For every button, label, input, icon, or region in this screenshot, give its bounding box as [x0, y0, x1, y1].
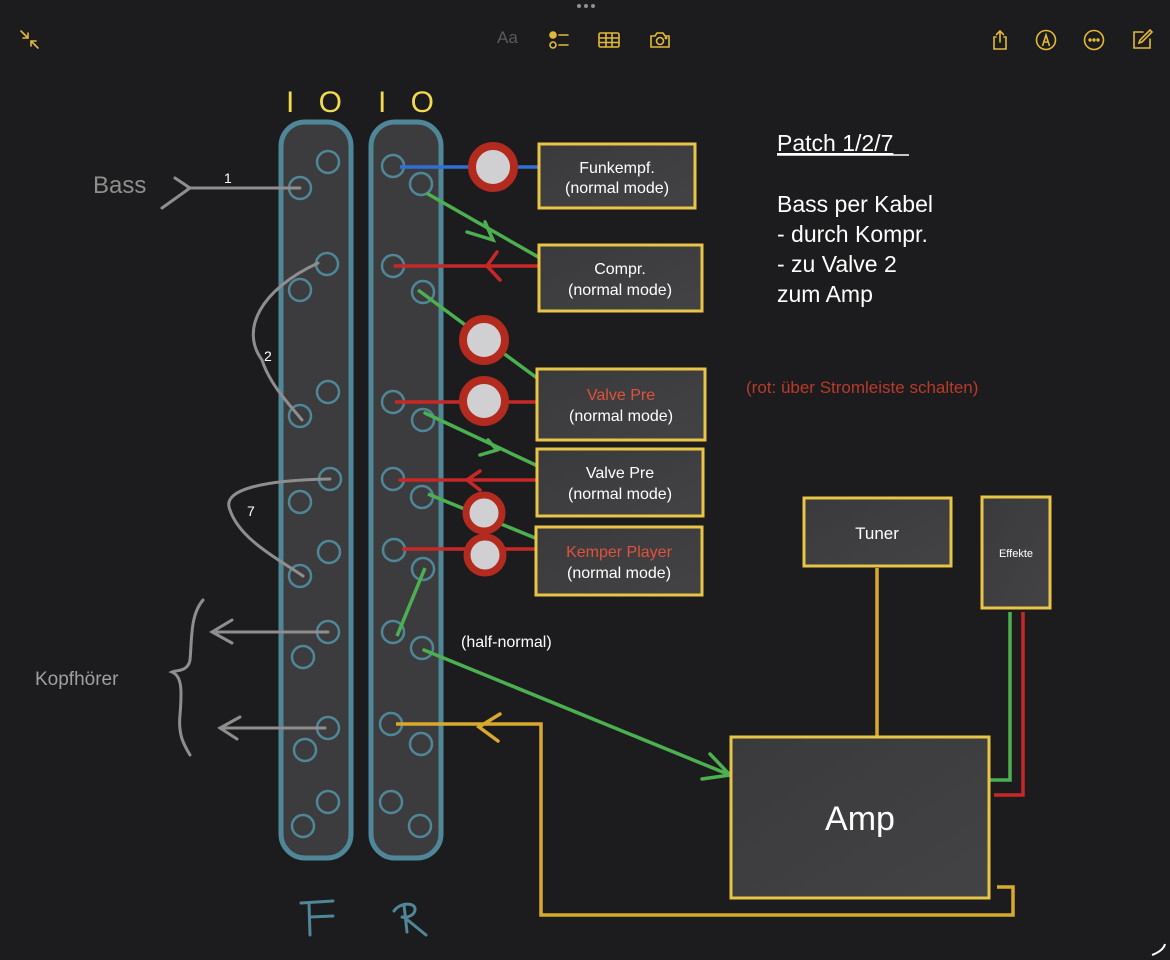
patch-number-1: 1: [224, 170, 232, 186]
patch-jack[interactable]: [407, 813, 433, 839]
patch-jack[interactable]: [410, 407, 436, 433]
device-mode: (normal mode): [569, 408, 673, 425]
compose-icon[interactable]: [1130, 28, 1154, 52]
panel-letter-f: [299, 899, 335, 937]
resize-handle[interactable]: [1151, 943, 1166, 956]
patch-jack[interactable]: [290, 644, 316, 670]
amp-label: Amp: [825, 800, 895, 838]
tuner-box[interactable]: Tuner: [802, 496, 953, 568]
valve2-send-cable: [423, 411, 544, 470]
panel-letter-r: [392, 902, 428, 937]
notes-line: zum Amp: [777, 281, 873, 307]
half-normal-label: (half-normal): [461, 634, 552, 651]
patch-jack[interactable]: [290, 813, 316, 839]
notes-title: Patch 1/2/7: [777, 130, 893, 156]
device-funkempf[interactable]: Funkempf. (normal mode): [537, 142, 697, 210]
patch-jack[interactable]: [315, 379, 341, 405]
effects-box[interactable]: Effekte: [980, 495, 1052, 610]
device-valve-pre-2[interactable]: Valve Pre (normal mode): [535, 447, 705, 518]
notes-line: Bass per Kabel: [777, 191, 933, 217]
tuner-label: Tuner: [855, 524, 899, 543]
jack-group: [287, 149, 436, 839]
bass-cable: [160, 176, 302, 210]
patch-cable-2: [251, 261, 320, 422]
power-switches: [459, 142, 518, 577]
device-mode: (normal mode): [568, 486, 672, 503]
patchbay-front-panel: [278, 119, 354, 861]
device-name: Compr.: [594, 261, 646, 278]
patch-jack[interactable]: [408, 731, 434, 757]
patch-number-2: 2: [264, 348, 272, 364]
headphone-cable-1: [208, 618, 330, 645]
headphones-label: Kopfhörer: [35, 669, 119, 690]
patchbay-rear-panel: [368, 119, 444, 861]
device-name: Kemper Player: [566, 544, 672, 561]
compr-return-cable: [393, 250, 544, 282]
power-switch-kemper[interactable]: [463, 533, 507, 577]
column-header-f: I O: [286, 86, 350, 119]
patch-number-7: 7: [247, 503, 255, 519]
patch-jack[interactable]: [315, 149, 341, 175]
table-icon[interactable]: [597, 28, 621, 52]
ellipsis-circle-icon[interactable]: [1082, 28, 1106, 52]
notes-line: - zu Valve 2: [777, 251, 897, 277]
patch-cable-7: [227, 477, 332, 578]
power-switch-valve2[interactable]: [462, 491, 506, 535]
patch-jack[interactable]: [409, 635, 435, 661]
patch-jack[interactable]: [408, 171, 434, 197]
power-switch-compr[interactable]: [459, 315, 509, 365]
effects-label: Effekte: [999, 548, 1033, 560]
device-kemper-player[interactable]: Kemper Player (normal mode): [534, 525, 704, 597]
valve2-return-cable: [398, 469, 539, 492]
patch-jack[interactable]: [380, 619, 406, 645]
patch-jack[interactable]: [315, 789, 341, 815]
markup-pen-icon[interactable]: [1034, 28, 1058, 52]
device-mode: (normal mode): [567, 565, 671, 582]
share-icon[interactable]: [988, 28, 1012, 52]
power-switch-valve1[interactable]: [459, 376, 509, 426]
patch-jack[interactable]: [410, 279, 436, 305]
collapse-arrows-icon[interactable]: [18, 28, 42, 52]
device-name: Funkempf.: [579, 160, 655, 177]
device-mode: (normal mode): [568, 282, 672, 299]
power-note: (rot: über Stromleiste schalten): [746, 378, 978, 397]
column-header-r: I O: [378, 86, 442, 119]
patch-jack[interactable]: [287, 403, 313, 429]
device-name: Valve Pre: [587, 387, 655, 404]
camera-icon[interactable]: [648, 28, 672, 52]
effects-return-cable: [994, 612, 1025, 797]
panel-label-glyphs: [299, 899, 428, 937]
power-switch-funkempf[interactable]: [468, 142, 518, 192]
half-normal-jumper: [395, 567, 427, 637]
patch-jack[interactable]: [316, 539, 342, 565]
patch-jack[interactable]: [378, 789, 404, 815]
window-grabber[interactable]: [575, 4, 597, 12]
format-button[interactable]: Aa: [497, 28, 518, 47]
device-mode: (normal mode): [565, 180, 669, 197]
patch-jack[interactable]: [287, 277, 313, 303]
compr-send-cable: [426, 192, 542, 260]
bass-label: Bass: [93, 172, 146, 199]
device-valve-pre-1[interactable]: Valve Pre (normal mode): [535, 367, 707, 442]
device-compr[interactable]: Compr. (normal mode): [537, 243, 704, 313]
device-name: Valve Pre: [586, 465, 654, 482]
headphone-brace: [168, 598, 205, 757]
panel-label-f: F: [318, 949, 319, 951]
patch-jack[interactable]: [292, 737, 318, 763]
patch-jack[interactable]: [287, 489, 313, 515]
headphone-cable-2: [217, 715, 327, 741]
amp-input-cable: [422, 648, 734, 781]
patch-jack[interactable]: [287, 563, 313, 589]
notes-line: - durch Kompr.: [777, 221, 928, 247]
patch-jack[interactable]: [410, 556, 436, 582]
amp-box[interactable]: Amp: [729, 735, 991, 900]
effects-send-cable: [990, 612, 1012, 782]
amp-return-cable: [396, 722, 1015, 917]
panel-label-r: R: [410, 949, 411, 951]
checklist-icon[interactable]: [547, 28, 571, 52]
amp-return-arrow: [475, 712, 502, 743]
